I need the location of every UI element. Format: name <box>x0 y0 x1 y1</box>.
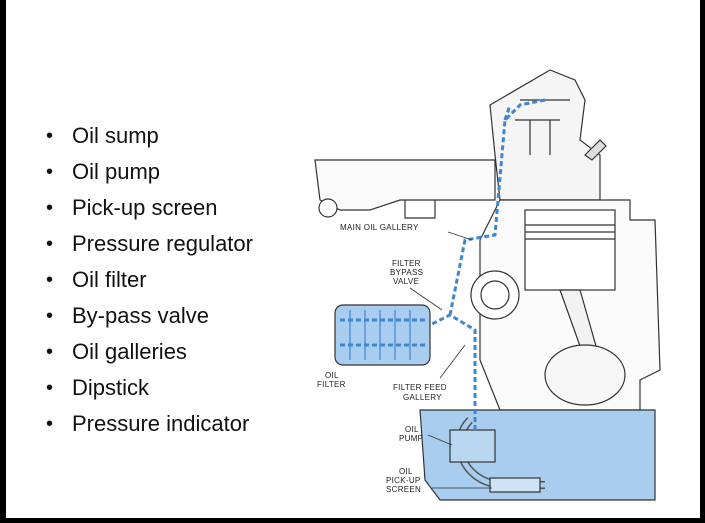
valve-train <box>515 99 570 155</box>
label-filter-bypass: VALVE <box>393 277 419 286</box>
piston-rings <box>525 224 615 240</box>
crank-counterweight <box>544 344 626 406</box>
engine-lubrication-diagram: MAIN OIL GALLERY FILTER BYPASS VALVE OIL… <box>314 69 661 501</box>
leader-filter-feed <box>439 344 466 379</box>
list-item: • Oil filter <box>40 262 253 298</box>
list-item-label: Oil pump <box>72 159 161 184</box>
oil-flow-path-main <box>429 313 477 430</box>
bullet-icon: • <box>46 305 54 327</box>
label-filter-feed-gallery: GALLERY <box>403 393 442 402</box>
label-oil-pump: PUMP <box>399 434 423 443</box>
list-item: • Oil galleries <box>40 334 253 370</box>
manifold-bolt <box>318 198 338 218</box>
list-item-label: Dipstick <box>72 375 150 400</box>
label-oil-pickup-screen: PICK-UP <box>386 476 421 485</box>
leader-main-gallery <box>447 231 473 241</box>
cylinder-head <box>489 69 601 201</box>
label-oil-pickup-screen: OIL <box>399 467 413 476</box>
bullet-icon: • <box>46 233 54 255</box>
oil-flow-path-head <box>503 104 512 121</box>
label-oil-filter: OIL <box>325 371 339 380</box>
piston <box>524 209 616 291</box>
frame-border-left <box>0 0 6 523</box>
spark-plug <box>584 139 607 161</box>
crankshaft-center <box>480 280 510 310</box>
manifold-flange <box>404 200 436 219</box>
pickup-screen <box>489 477 541 493</box>
list-item: • Oil sump <box>40 118 253 154</box>
frame-border-right <box>700 0 705 523</box>
list-item-label: Pick-up screen <box>72 195 218 220</box>
list-item-label: Pressure indicator <box>72 411 250 436</box>
bullet-icon: • <box>46 125 54 147</box>
oil-filter-pleats <box>349 310 411 360</box>
label-oil-pump: OIL <box>405 425 419 434</box>
list-item: • Pick-up screen <box>40 190 253 226</box>
label-oil-filter: FILTER <box>317 380 346 389</box>
leader-oil-pump <box>427 434 453 446</box>
bullet-icon: • <box>46 161 54 183</box>
list-item-label: By-pass valve <box>72 303 209 328</box>
list-item: • Pressure indicator <box>40 406 253 442</box>
frame-border-bottom <box>0 518 705 523</box>
leader-bypass <box>409 287 443 311</box>
oil-filter-body <box>334 304 431 366</box>
bullet-icon: • <box>46 377 54 399</box>
oil-pump <box>449 429 496 463</box>
list-item-label: Pressure regulator <box>72 231 253 256</box>
oil-flow-path-gallery <box>448 98 546 316</box>
list-item-label: Oil galleries <box>72 339 187 364</box>
list-item: • Pressure regulator <box>40 226 253 262</box>
lubrication-components-list: • Oil sump • Oil pump • Pick-up screen • Pre… <box>40 118 253 442</box>
list-item-label: Oil sump <box>72 123 159 148</box>
list-item: • By-pass valve <box>40 298 253 334</box>
label-filter-feed-gallery: FILTER FEED <box>393 383 447 392</box>
label-filter-bypass: FILTER <box>392 259 421 268</box>
label-oil-pickup-screen: SCREEN <box>386 485 421 494</box>
list-item: • Oil pump <box>40 154 253 190</box>
list-item-label: Oil filter <box>72 267 147 292</box>
oil-flow-path-filter <box>340 318 425 347</box>
label-filter-bypass: BYPASS <box>390 268 423 277</box>
bullet-icon: • <box>46 413 54 435</box>
bullet-icon: • <box>46 269 54 291</box>
list-item: • Dipstick <box>40 370 253 406</box>
bullet-icon: • <box>46 197 54 219</box>
label-main-oil-gallery: MAIN OIL GALLERY <box>340 223 419 232</box>
bullet-icon: • <box>46 341 54 363</box>
